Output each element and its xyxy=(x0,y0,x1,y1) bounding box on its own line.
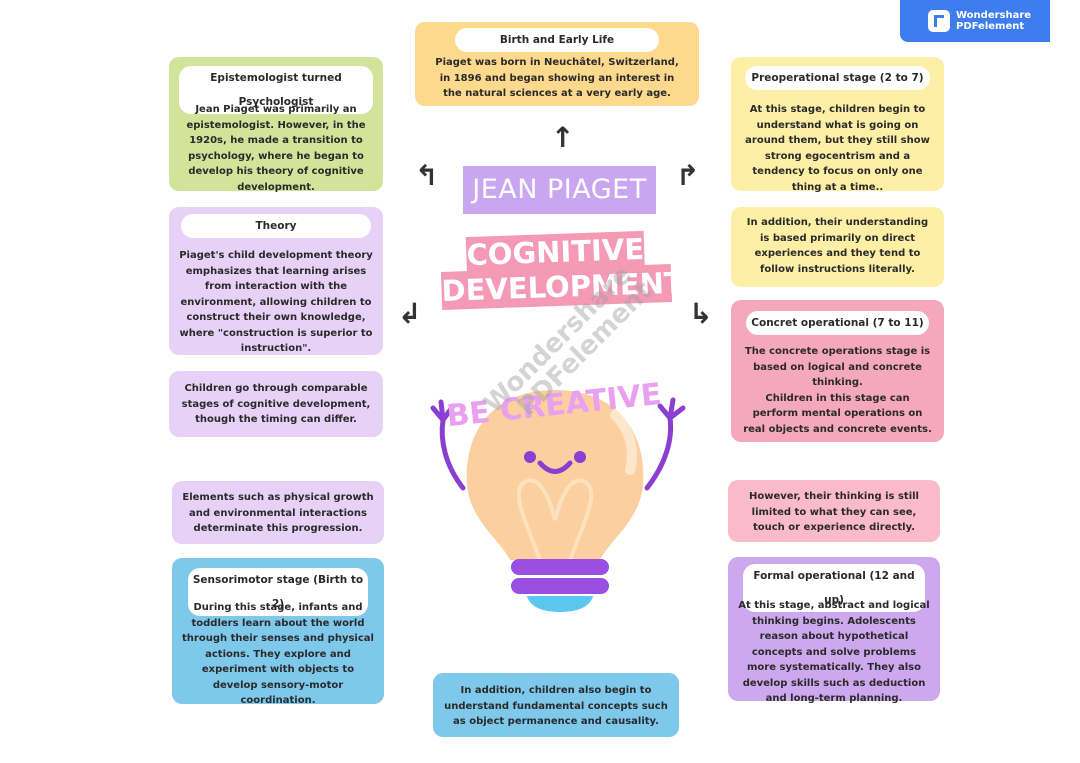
arrow-up-left-icon: ↰ xyxy=(415,159,439,192)
card-concrete: Concret operational (7 to 11) The concre… xyxy=(731,300,944,442)
arrow-up-right-icon: ↱ xyxy=(676,159,700,192)
bulb-filament-icon xyxy=(516,478,594,561)
smiley-face-icon xyxy=(524,451,586,474)
card-sensorimotor: Sensorimotor stage (Birth to 2) During t… xyxy=(172,558,384,706)
card-birth-heading: Birth and Early Life xyxy=(455,28,659,52)
lightbulb-illustration: BE CREATIVE xyxy=(430,377,686,612)
card-elements-note: Elements such as physical growth and env… xyxy=(172,481,384,544)
bulb-glass xyxy=(466,390,644,560)
right-arm-icon xyxy=(644,397,686,491)
card-elements-note-body: Elements such as physical growth and env… xyxy=(182,492,374,534)
card-formal: Formal operational (12 and up) At this s… xyxy=(728,557,940,704)
card-fundamental-note: In addition, children also begin to unde… xyxy=(433,673,679,737)
card-preoperational-body: At this stage, children begin to underst… xyxy=(745,104,930,193)
brand-text: Wondershare PDFelement xyxy=(956,10,1031,32)
pdfelement-logo-icon xyxy=(928,10,950,32)
card-concrete-heading: Concret operational (7 to 11) xyxy=(746,311,929,335)
brand-badge[interactable]: Wondershare PDFelement xyxy=(900,0,1050,42)
card-preoperational: Preoperational stage (2 to 7) At this st… xyxy=(731,57,944,193)
left-arm-icon xyxy=(430,399,466,491)
title-jean-piaget: JEAN PIAGET xyxy=(463,166,656,214)
card-preop-note-body: In addition, their understanding is base… xyxy=(746,217,929,275)
card-preoperational-heading: Preoperational stage (2 to 7) xyxy=(745,66,930,90)
bulb-base-tip xyxy=(527,596,593,612)
card-epistemologist-heading: Epistemologist turned Psychologist xyxy=(179,66,373,114)
card-stages-note: Children go through comparable stages of… xyxy=(169,371,383,437)
card-formal-heading: Formal operational (12 and up) xyxy=(743,564,925,612)
arrow-down-left-icon: ↲ xyxy=(398,297,422,330)
card-epistemologist-body: Jean Piaget was primarily an epistemolog… xyxy=(186,104,366,193)
card-concrete-note-body: However, their thinking is still limited… xyxy=(749,491,919,533)
card-fundamental-note-body: In addition, children also begin to unde… xyxy=(444,685,668,727)
bulb-shine xyxy=(610,410,637,475)
card-formal-body: At this stage, abstract and logical thin… xyxy=(738,600,930,704)
card-theory: Theory Piaget's child development theory… xyxy=(169,207,383,355)
arrow-down-right-icon: ↳ xyxy=(689,297,713,330)
card-theory-body: Piaget's child development theory emphas… xyxy=(179,250,373,354)
card-sensorimotor-heading: Sensorimotor stage (Birth to 2) xyxy=(188,568,368,616)
card-concrete-body: The concrete operations stage is based o… xyxy=(743,346,932,435)
card-concrete-note: However, their thinking is still limited… xyxy=(728,480,940,542)
card-theory-heading: Theory xyxy=(181,214,371,238)
card-stages-note-body: Children go through comparable stages of… xyxy=(181,383,371,425)
brand-line2: PDFelement xyxy=(956,21,1025,32)
card-preop-note: In addition, their understanding is base… xyxy=(731,207,944,287)
brand-line1: Wondershare xyxy=(956,10,1032,21)
card-birth-body: Piaget was born in Neuchâtel, Switzerlan… xyxy=(435,57,679,99)
card-epistemologist: Epistemologist turned Psychologist Jean … xyxy=(169,57,383,193)
bulb-base-band-1 xyxy=(511,559,609,575)
arrow-up-icon: ↑ xyxy=(551,121,575,154)
card-birth: Birth and Early Life Piaget was born in … xyxy=(415,22,699,106)
card-sensorimotor-body: During this stage, infants and toddlers … xyxy=(182,602,374,706)
bulb-base-band-2 xyxy=(511,578,609,594)
